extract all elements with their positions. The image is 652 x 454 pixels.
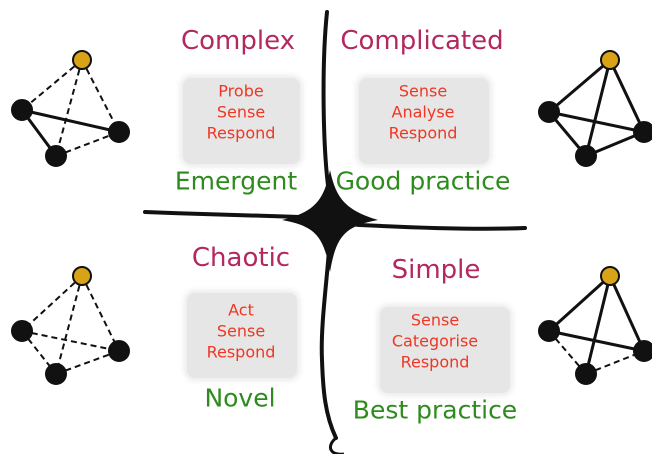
complicated-action-3: Respond <box>388 123 458 143</box>
simple-graph-edge <box>608 275 646 352</box>
chaotic-method-box <box>187 293 297 378</box>
chaotic-action-3: Respond <box>206 342 276 362</box>
complex-action-3: Respond <box>206 123 276 143</box>
disorder-tail <box>328 436 344 454</box>
complicated-graph-edge <box>548 110 645 134</box>
complex-graph-edge <box>81 59 120 133</box>
complex-graph-edge <box>55 59 83 157</box>
complex-title: Complex <box>180 26 296 56</box>
complex-graph-edge <box>21 108 120 134</box>
chaotic-graph-node <box>45 363 67 385</box>
simple-action-1: Sense <box>410 310 460 330</box>
chaotic-graph-edge <box>55 350 120 375</box>
complex-action-2: Sense <box>216 102 266 122</box>
chaotic-action-1: Act <box>228 300 254 320</box>
simple-action-2: Categorise <box>391 331 479 351</box>
complex-graph-edge <box>21 59 83 111</box>
simple-graph-edge <box>547 274 612 333</box>
chaotic-action-2: Sense <box>216 321 266 341</box>
complicated-graph-edge <box>584 59 612 157</box>
complicated-graph-edge <box>548 58 611 114</box>
simple-action-3: Respond <box>400 352 470 372</box>
chaotic-graph-node <box>108 340 130 362</box>
complicated-practice: Good practice <box>335 166 511 196</box>
complex-graph-apex-node <box>72 50 92 70</box>
chaotic-graph-edge <box>21 330 120 352</box>
simple-practice: Best practice <box>352 395 518 425</box>
simple-graph-node <box>538 320 560 342</box>
complicated-graph-node <box>633 121 652 143</box>
chaotic-graph-node <box>11 320 33 342</box>
simple-graph-apex-node <box>600 266 620 286</box>
chaotic-graph-edge <box>81 275 120 352</box>
disorder-center <box>282 170 378 272</box>
complex-action-1: Probe <box>218 81 264 101</box>
simple-title: Simple <box>391 255 481 285</box>
complicated-graph-apex-node <box>600 50 620 70</box>
chaotic-graph-apex-node <box>72 266 92 286</box>
complex-graph-node <box>45 145 67 167</box>
complicated-method-box <box>359 78 489 164</box>
chaotic-graph-edge <box>55 275 83 375</box>
complex-graph-node <box>11 99 33 121</box>
simple-graph-node <box>633 340 652 362</box>
complicated-action-2: Analyse <box>391 102 455 122</box>
complicated-title: Complicated <box>340 26 504 56</box>
chaotic-graph-edge <box>21 275 83 332</box>
complex-graph-node <box>108 121 130 143</box>
complicated-graph-node <box>538 101 560 123</box>
chaotic-title: Chaotic <box>191 243 291 273</box>
simple-graph-node <box>575 363 597 385</box>
complicated-graph-node <box>575 145 597 167</box>
complex-method-box <box>183 78 300 164</box>
chaotic-practice: Novel <box>204 383 276 413</box>
complex-practice: Emergent <box>174 166 298 196</box>
simple-graph-edge <box>548 329 645 353</box>
complicated-graph-edge <box>608 59 646 133</box>
complex-graph-edge <box>55 131 120 157</box>
simple-graph-edge <box>584 275 612 375</box>
simple-method-box <box>380 307 510 393</box>
complicated-action-1: Sense <box>398 81 448 101</box>
